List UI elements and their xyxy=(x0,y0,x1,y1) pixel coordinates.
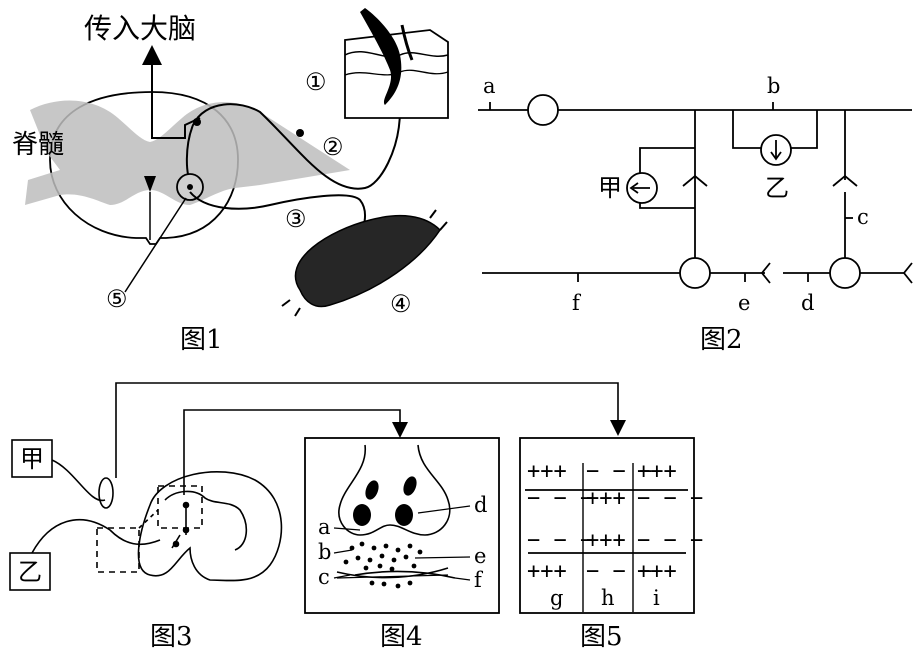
marker-1: ① xyxy=(305,68,327,96)
point-b: b xyxy=(767,74,780,98)
neuron-body-bottom-left xyxy=(679,257,711,289)
fig5-r4-c1: +++ xyxy=(527,559,567,584)
fig5-r3-c3: − − − xyxy=(637,528,703,553)
fig5-r3-c2: +++ xyxy=(586,528,626,553)
fig5-r2-c1: − − − xyxy=(527,486,593,511)
fig4-label-c: c xyxy=(318,565,330,589)
marker-4: ④ xyxy=(390,290,412,318)
pathway-to-brain xyxy=(151,52,201,139)
figure-1: 传入大脑 脊髓 ① ② ③ ④ xyxy=(12,8,449,355)
marker-3: ③ xyxy=(285,205,307,233)
fig5-r4-c2: − − − xyxy=(586,559,652,584)
marker-2: ② xyxy=(322,133,344,161)
figure-2-labels: a b c d e f 甲 乙 图2 xyxy=(483,74,869,355)
meter-jia-label: 甲 xyxy=(598,174,622,202)
figure-3-labels: 甲 乙 图3 xyxy=(18,445,193,652)
fig5-r1-c2: − − − xyxy=(586,459,652,484)
fig3-meter-jia: 甲 xyxy=(20,445,44,473)
fig4-label-f: f xyxy=(474,568,484,592)
point-f: f xyxy=(572,291,582,315)
fig4-label-e: e xyxy=(474,544,486,568)
fig4-label-b: b xyxy=(318,540,331,564)
brain-label: 传入大脑 xyxy=(84,12,196,45)
region-i: i xyxy=(653,586,660,610)
figure-5: +++ − − − +++ − − − +++ − − − − − − +++ … xyxy=(519,437,703,652)
figure-3 xyxy=(9,382,626,591)
fig2-caption: 图2 xyxy=(700,325,743,355)
skin-receptor xyxy=(344,8,449,119)
figure-4: a b c d e f 图4 xyxy=(304,437,500,652)
spinal-cord-fig3 xyxy=(137,471,283,582)
marker-5: ⑤ xyxy=(106,285,128,313)
point-d: d xyxy=(801,291,814,315)
fig5-r2-c2: +++ xyxy=(586,486,626,511)
point-a: a xyxy=(483,74,496,98)
fig4-caption: 图4 xyxy=(380,622,423,652)
region-h: h xyxy=(601,586,615,610)
fig5-r2-c3: − − − xyxy=(637,486,703,511)
fig4-label-d: d xyxy=(474,493,487,517)
point-e: e xyxy=(738,291,750,315)
fig5-r1-c1: +++ xyxy=(527,459,567,484)
fig5-r3-c1: − − − xyxy=(527,528,593,553)
fig5-caption: 图5 xyxy=(580,622,623,652)
muscle-effector xyxy=(281,209,448,317)
fig3-caption: 图3 xyxy=(150,622,193,652)
neuron-body-bottom-right xyxy=(829,257,861,289)
neuron-body-top xyxy=(527,94,559,126)
meter-yi-label: 乙 xyxy=(765,174,789,202)
fig3-meter-yi: 乙 xyxy=(18,558,42,586)
fig5-r1-c3: +++ xyxy=(637,459,677,484)
fig5-r4-c3: +++ xyxy=(637,559,677,584)
point-c: c xyxy=(857,205,869,229)
central-canal xyxy=(144,176,156,192)
spinal-label: 脊髓 xyxy=(12,130,64,160)
figure-2 xyxy=(478,94,913,289)
region-g: g xyxy=(550,586,563,610)
fig1-caption: 图1 xyxy=(180,325,223,355)
fig4-label-a: a xyxy=(318,515,331,539)
afferent-neuron xyxy=(185,103,401,190)
